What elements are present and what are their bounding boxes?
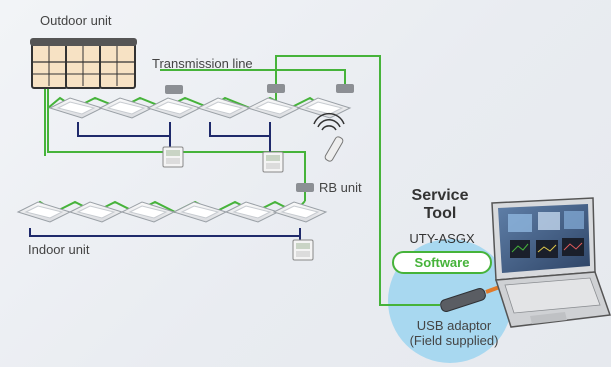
wired-remote-icon — [292, 239, 314, 261]
usb-adaptor-label: USB adaptor (Field supplied) — [404, 318, 504, 348]
software-badge: Software — [392, 251, 492, 274]
laptop-icon — [491, 197, 611, 328]
indoor-unit-label: Indoor unit — [28, 242, 90, 257]
indoor-units-upper — [48, 97, 352, 119]
remote-controller-wiring — [29, 122, 301, 240]
usb-adaptor-label-line1: USB adaptor — [416, 318, 492, 333]
transmission-connectors — [165, 84, 354, 192]
rb-unit-icon — [296, 183, 314, 192]
usb-adaptor-label-line2: (Field supplied) — [409, 333, 499, 348]
wired-remote-icon — [262, 151, 284, 173]
transmission-line-label: Transmission line — [152, 56, 253, 71]
model-label: UTY-ASGX — [409, 231, 475, 246]
wired-remote-icon — [162, 146, 184, 168]
outdoor-unit-icon — [30, 38, 137, 89]
service-tool-title: Service Tool — [400, 187, 480, 223]
transmission-line-wiring — [27, 55, 440, 306]
service-tool-title-line2: Tool — [423, 205, 457, 222]
outdoor-unit-label: Outdoor unit — [40, 13, 112, 28]
wireless-remote-icon — [313, 112, 345, 162]
service-tool-title-line1: Service — [411, 187, 469, 204]
rb-unit-label: RB unit — [319, 180, 362, 195]
indoor-units-lower — [16, 201, 328, 223]
